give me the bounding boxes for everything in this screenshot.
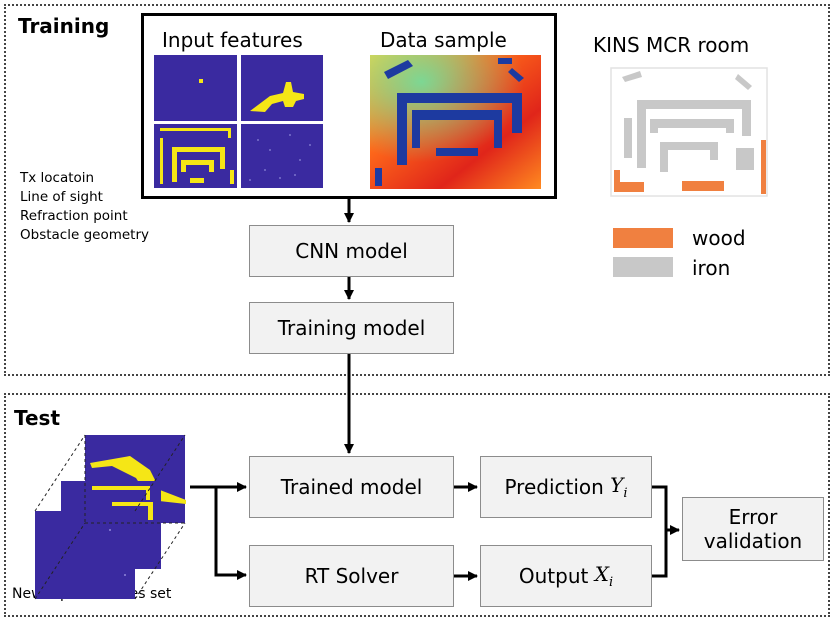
data-sample-label: Data sample — [380, 28, 507, 52]
prediction-variable: Yi — [610, 473, 628, 501]
room-floor-plan — [610, 67, 768, 197]
output-text: Output — [518, 564, 589, 588]
input-features-label: Input features — [162, 28, 303, 52]
input-features-grid — [154, 55, 323, 188]
test-section — [4, 393, 830, 617]
training-section — [4, 4, 830, 376]
error-validation-line1: Error — [728, 505, 778, 529]
data-sample-heatmap — [370, 55, 541, 189]
error-validation-box: Error validation — [682, 497, 824, 561]
feature-line-of-sight: Line of sight — [20, 189, 103, 205]
output-box: Output Xi — [480, 545, 652, 607]
output-variable: Xi — [594, 562, 614, 590]
feature-obstacle-geometry: Obstacle geometry — [20, 227, 149, 243]
prediction-box: Prediction Yi — [480, 456, 652, 518]
feature-list: Tx locatoin Line of sight Refraction poi… — [20, 169, 149, 245]
training-title: Training — [18, 14, 110, 38]
legend-wood-label: wood — [692, 226, 746, 250]
connectors — [190, 199, 680, 581]
training-model-box: Training model — [249, 302, 454, 354]
legend-iron-swatch — [613, 257, 673, 277]
test-title: Test — [14, 406, 61, 430]
rt-solver-box: RT Solver — [249, 545, 454, 607]
prediction-text: Prediction — [504, 475, 604, 499]
new-input-features-stack — [34, 434, 186, 600]
room-label: KINS MCR room — [593, 33, 750, 57]
feature-refraction-point: Refraction point — [20, 208, 128, 224]
trained-model-box: Trained model — [249, 456, 454, 518]
error-validation-line2: validation — [703, 529, 803, 553]
legend-wood-swatch — [613, 228, 673, 248]
cnn-model-box: CNN model — [249, 225, 454, 277]
feature-tx-location: Tx locatoin — [20, 170, 95, 186]
legend-iron-label: iron — [692, 256, 731, 280]
